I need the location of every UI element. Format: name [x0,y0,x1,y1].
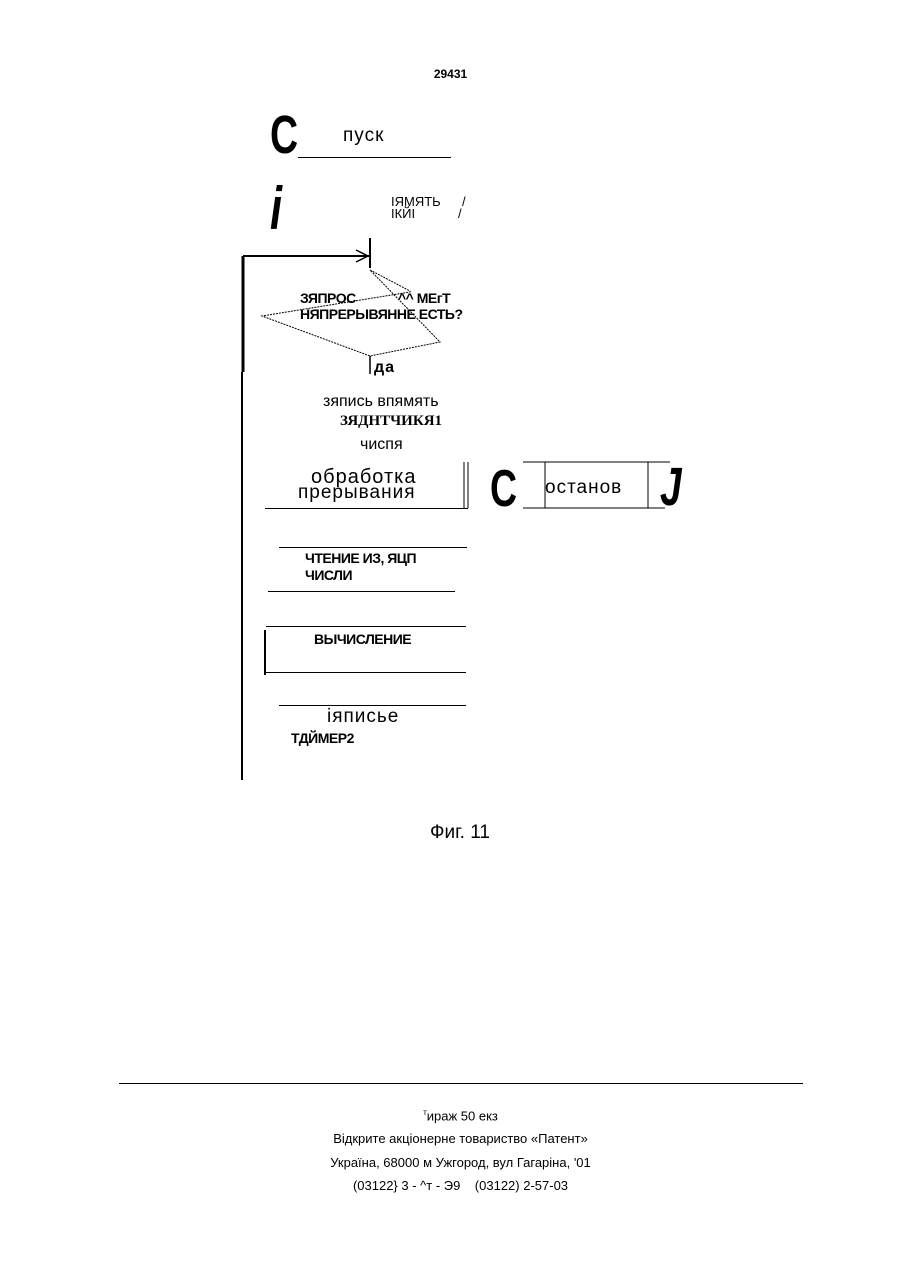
interrupt-step-line2: прерывания [298,482,416,504]
read-step-line2: ЧИСЛИ [305,567,352,584]
footer-address: Україна, 68000 м Ужгород, вул Гагаріна, … [0,1155,901,1170]
footer-publisher: Відкрите акціонерне товариство «Патент» [0,1131,901,1146]
footer-phones: (03122} 3 - ^т - Э9 (03122) 2-57-03 [0,1178,901,1193]
compute-step-label: ВЫЧИСЛЕНИЕ [314,631,411,648]
footer-print-run-text: ираж 50 екз [427,1108,498,1123]
decision-line2: НЯПРЕРЫВЯННЕ ЕСТЬ? [300,306,463,323]
footer-divider [119,1083,803,1084]
figure-caption: Фиг. 11 [0,822,901,844]
read-step-bottomline [268,591,455,592]
decision-line1-right: ^^ МЕгТ [398,290,450,307]
write-step-line3: чиспя [360,436,403,454]
stop-letter-right: J [660,460,682,514]
timer-step-line1: іяписье [327,706,399,728]
decision-line1-left: ЗЯПРОС [300,290,356,307]
compute-step-bottomline [265,672,466,673]
write-step-line1: зяпись впямять [323,393,439,411]
compute-step-topline [266,626,466,627]
write-step-line2: ЗЯДНТЧИКЯ1 [340,413,442,430]
timer-step-line2: ТДЙМЕР2 [291,730,354,747]
interrupt-step-underline [265,508,468,509]
read-step-topline [279,547,467,548]
stop-label: останов [545,477,622,499]
stop-letter-left: C [490,462,517,516]
decision-yes-label: да [374,359,395,377]
footer-print-run: тираж 50 екз [0,1108,901,1123]
read-step-line1: ЧТЕНИЕ ИЗ, ЯЦП [305,550,416,567]
